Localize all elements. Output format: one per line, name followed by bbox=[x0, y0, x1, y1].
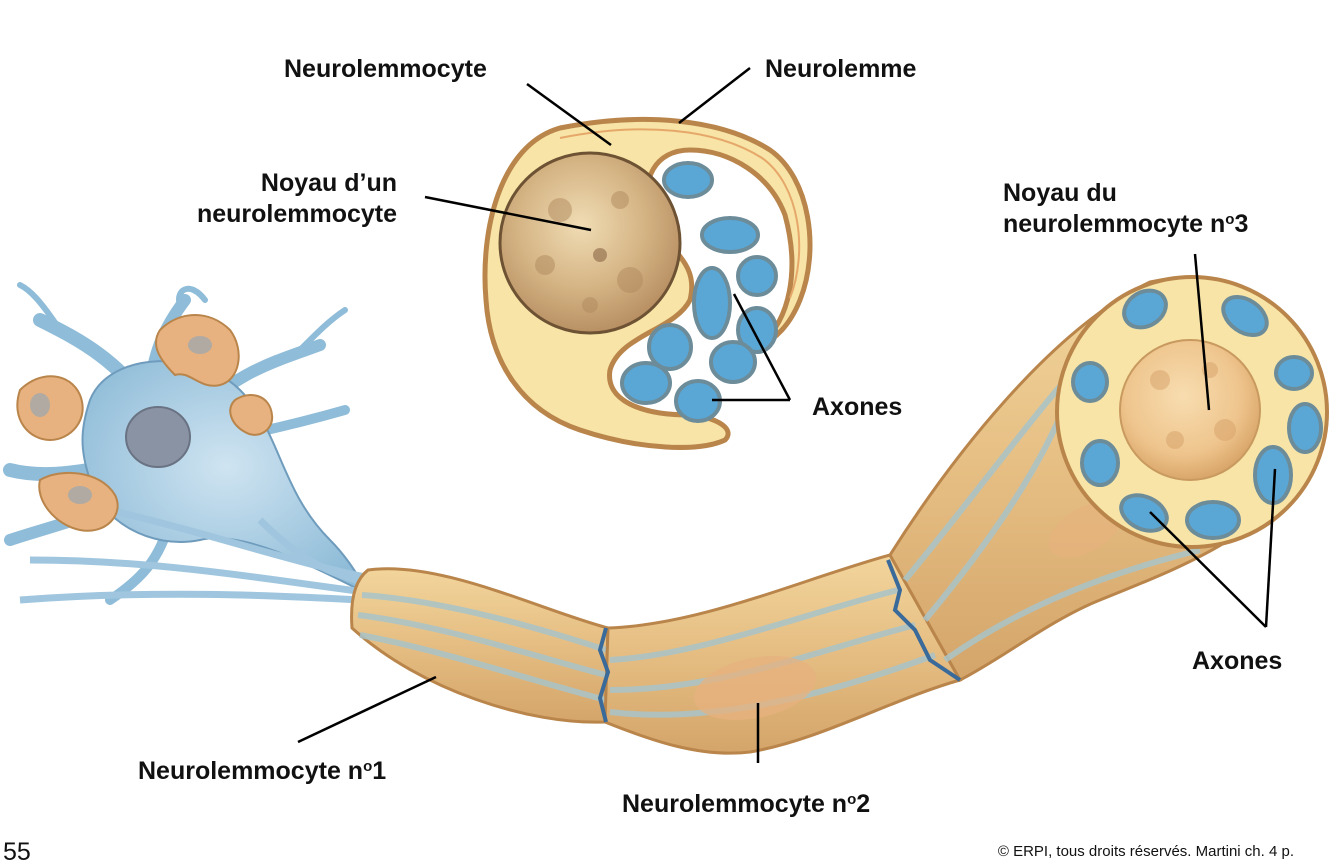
label-noyau-du-line2: neurolemmocyte no3 bbox=[1003, 209, 1248, 240]
label-noyau-un-line1: Noyau d’un bbox=[260, 169, 397, 197]
leader-lines bbox=[297, 67, 1277, 763]
label-neurolemmocyte-2: Neurolemmocyte no2 bbox=[622, 789, 870, 820]
neurolemmocyte-3-nucleus bbox=[1119, 339, 1261, 481]
label-n2-text: Neurolemmocyte n bbox=[622, 790, 848, 818]
label-axones-right: Axones bbox=[1192, 647, 1283, 675]
neuron-cell-body bbox=[3, 282, 376, 605]
label-noyau-du-text: neurolemmocyte n bbox=[1003, 210, 1226, 238]
copyright-notice: © ERPI, tous droits réservés. Martini ch… bbox=[997, 843, 1294, 860]
segment-junctions bbox=[597, 559, 962, 723]
label-noyau-un-line2: neurolemmocyte bbox=[196, 200, 397, 228]
axons-cross-section bbox=[620, 161, 778, 423]
label-n2-num: 2 bbox=[856, 790, 871, 818]
label-noyau-du-line1: Noyau du bbox=[1003, 179, 1117, 207]
label-n1-text: Neurolemmocyte n bbox=[138, 757, 364, 785]
label-neurolemme: Neurolemme bbox=[765, 55, 917, 83]
axons-cut-end bbox=[1071, 288, 1323, 540]
neurolemmocyte-segment-1 bbox=[350, 567, 610, 724]
cross-section-unmyelinated bbox=[482, 116, 813, 450]
page-number: 55 bbox=[3, 838, 31, 866]
neuron-nucleus bbox=[125, 406, 191, 468]
label-noyau-un: Noyau d’un neurolemmocyte bbox=[197, 168, 397, 230]
label-axones-top: Axones bbox=[812, 393, 903, 421]
label-noyau-du-sup: o bbox=[1225, 211, 1235, 228]
nucleus-texture bbox=[535, 191, 643, 313]
label-n1-sup: o bbox=[363, 758, 373, 775]
cut-end-cross-section bbox=[1055, 275, 1329, 549]
neuron-soma bbox=[81, 360, 373, 598]
label-neurolemmocyte-1: Neurolemmocyte no1 bbox=[138, 756, 386, 787]
label-noyau-du: Noyau du neurolemmocyte no3 bbox=[1003, 178, 1248, 240]
label-n2-sup: o bbox=[847, 791, 857, 808]
label-neurolemmocyte: Neurolemmocyte bbox=[284, 55, 487, 83]
neurolemmocyte-segment-2 bbox=[603, 553, 963, 755]
label-n1-num: 1 bbox=[372, 757, 387, 785]
label-noyau-du-num: 3 bbox=[1234, 210, 1249, 238]
segment-2-nucleus bbox=[694, 655, 816, 721]
